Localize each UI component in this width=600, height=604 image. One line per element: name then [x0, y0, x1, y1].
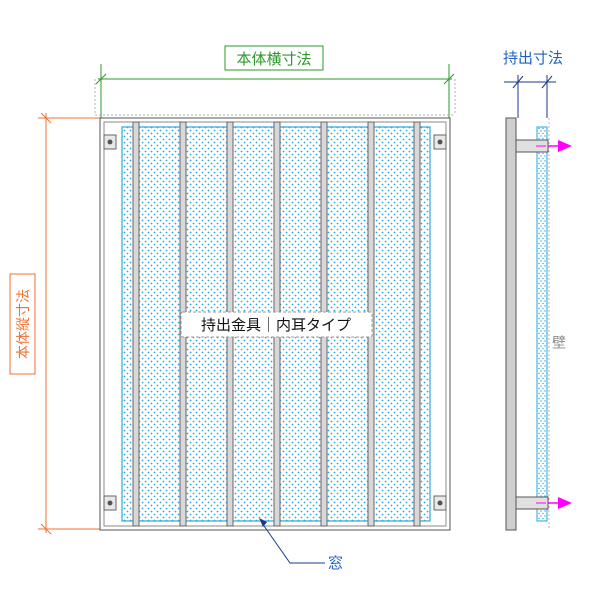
anchor-arrow-top [548, 140, 572, 152]
window-leader-line [261, 522, 325, 564]
arrow-icon [259, 518, 267, 527]
bar-1 [132, 121, 140, 527]
arrow-right-icon [558, 497, 572, 509]
wall-label: 壁 [550, 335, 566, 349]
width-dim-tick-right [443, 73, 455, 85]
screw-icon [107, 500, 113, 506]
projection-dim-tick-left [512, 75, 524, 89]
projection-dim-label: 持出寸法 [503, 49, 563, 67]
height-dim-label-box [9, 273, 36, 375]
height-dimension [38, 112, 100, 535]
window-leader [259, 518, 325, 564]
width-dimension [95, 64, 455, 120]
width-dim-label-box [224, 45, 324, 71]
screw-icon [107, 139, 113, 145]
front-view: 持出金具｜内耳タイプ [99, 117, 451, 531]
bar-7 [413, 121, 421, 527]
width-dim-label: 本体横寸法 [236, 50, 311, 68]
screw-icon [437, 139, 443, 145]
height-dim-tick-top [40, 112, 52, 124]
side-window-edge [536, 126, 548, 522]
height-dim-label: 本体縦寸法 [16, 289, 32, 359]
width-dim-tick-left [95, 73, 107, 85]
projection-dim-tick-right [541, 75, 553, 89]
projection-dimension [504, 75, 556, 118]
center-label: 持出金具｜内耳タイプ [201, 316, 351, 334]
side-frame-post [505, 117, 517, 531]
screw-icon [437, 500, 443, 506]
arrow-right-icon [558, 140, 572, 152]
center-label-box [180, 311, 373, 338]
side-view: 持出寸法 壁 [503, 49, 572, 531]
anchor-arrow-bottom [548, 497, 572, 509]
height-dim-tick-bottom [40, 523, 52, 535]
mount-brackets [103, 134, 447, 511]
window-label: 窓 [328, 554, 343, 572]
